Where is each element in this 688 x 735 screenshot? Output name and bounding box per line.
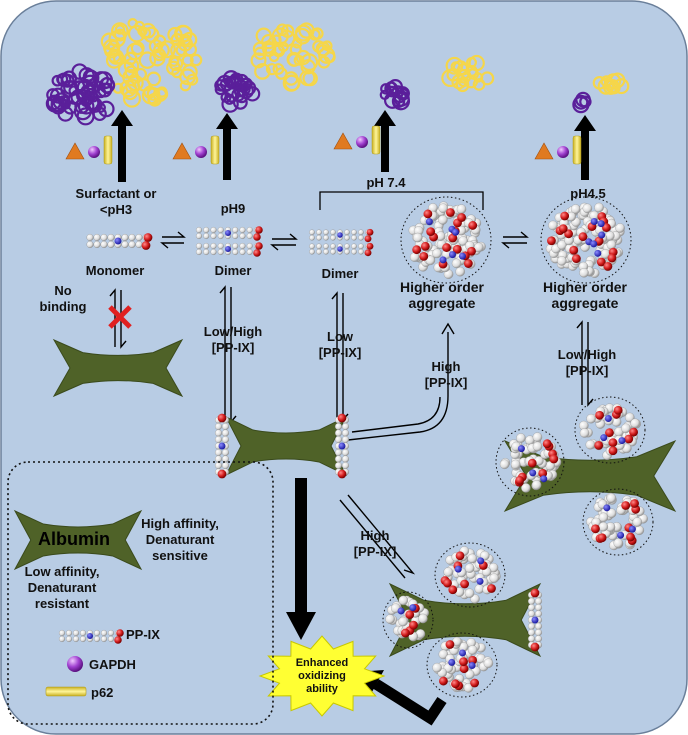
legend-ppix-label: PP-IX (126, 627, 160, 642)
condition-surfactant-label: Surfactant or <pH3 (75, 186, 157, 217)
dimer-ph9-label: Dimer (214, 263, 252, 278)
condition-ph74-label: pH 7.4 (366, 175, 406, 190)
gapdh-cluster-ph74 (379, 79, 411, 111)
condition-ph45-label: pH4.5 (570, 186, 606, 201)
release-arrow-ph9 (216, 113, 238, 180)
dimer-ph9-molecule-top (195, 226, 263, 241)
legend-gapdh-icon (67, 656, 83, 672)
release-arrow-ph45 (574, 115, 596, 180)
high-ppix-label-1: High [PP-IX] (424, 359, 468, 390)
high-ppix-arrow-forward (347, 332, 449, 441)
albumin-ph45 (503, 439, 677, 513)
albumin-ph45-aggregate-left (495, 427, 565, 497)
legend-albumin-title: Albumin (38, 529, 110, 549)
albumin-ph45-aggregate-bottom (582, 488, 654, 556)
gapdh-cluster-ph45 (572, 91, 592, 114)
ph74-bracket (319, 191, 484, 210)
legend-ppix-icon (58, 629, 124, 644)
equilibrium-dimer-dimer (270, 233, 298, 251)
enhanced-arrow-shaft (295, 478, 307, 616)
monomer-molecule (86, 233, 153, 250)
low-high-ppix-label-1: Low/High [PP-IX] (203, 324, 263, 355)
enhanced-arrow-head (286, 612, 316, 640)
release-arrow-ph74 (374, 110, 396, 172)
higher-order-aggregate-ph74 (400, 196, 492, 284)
higher-order-ph45-label: Higher order aggregate (542, 279, 627, 311)
albumin-unbound (52, 338, 184, 398)
protein-trio-ph45 (534, 135, 582, 165)
albumin-bound-ppix-left (215, 413, 229, 479)
albumin-lower-right (388, 582, 542, 658)
no-binding-label: No binding (39, 283, 87, 314)
albumin-lower-aggregate-bottom (426, 632, 498, 698)
dimer-ph74-molecule-bottom (309, 242, 374, 257)
legend-p62-label: p62 (91, 685, 114, 700)
gapdh-cluster-ph9 (214, 70, 261, 113)
higher-order-ph74-label: Higher order aggregate (399, 279, 484, 311)
equilibrium-ph45-albumin (576, 320, 594, 407)
legend-box (7, 461, 274, 725)
protein-trio-surfactant (65, 135, 113, 165)
high-ppix-label-2: High [PP-IX] (353, 528, 397, 559)
release-arrow-surfactant (111, 110, 133, 182)
equilibrium-aggregate-aggregate (501, 231, 529, 249)
higher-order-aggregate-ph45 (540, 196, 632, 284)
p62-cluster-ph74 (441, 54, 495, 93)
protein-trio-ph9 (172, 135, 220, 165)
albumin-lower-aggregate-left (382, 591, 434, 649)
enhanced-burst-icon (258, 635, 386, 717)
gapdh-cluster-surfactant (45, 63, 116, 126)
high-ppix-2-arrow-a (339, 499, 406, 579)
dimer-ph74-label: Dimer (321, 266, 359, 281)
albumin-lower-ppix-right (528, 588, 542, 652)
inhibited-cross-icon (108, 305, 132, 329)
legend-gapdh-label: GAPDH (89, 657, 136, 672)
protein-trio-ph74 (333, 125, 381, 155)
legend-high-affinity: High affinity, Denaturant sensitive (141, 516, 219, 563)
condition-ph9-label: pH9 (220, 201, 246, 216)
monomer-label: Monomer (85, 263, 145, 278)
high-ppix-arrow-head (441, 322, 455, 335)
albumin-bound-ppix-right (335, 413, 349, 479)
enhanced-oxidizing-label: Enhanced oxidizing ability (295, 657, 349, 695)
low-high-ppix-label-2: Low/High [PP-IX] (557, 347, 617, 378)
p62-cluster-ph9 (250, 22, 336, 92)
albumin-lower-aggregate-top (434, 542, 506, 608)
enhanced-arrow-bent (373, 679, 447, 726)
legend-p62-icon (45, 686, 87, 697)
albumin-ph45-aggregate-top (574, 396, 646, 464)
dimer-ph9-molecule-bottom (195, 242, 263, 257)
equilibrium-monomer-dimer (160, 231, 186, 249)
legend-low-affinity: Low affinity, Denaturant resistant (24, 564, 100, 611)
p62-cluster-ph45 (592, 72, 630, 95)
equilibrium-no-binding (109, 288, 127, 349)
p62-cluster-surfactant (100, 18, 203, 108)
low-ppix-label: Low [PP-IX] (318, 329, 362, 360)
high-ppix-arrow-back (351, 396, 441, 433)
legend-albumin-icon (13, 509, 143, 571)
high-ppix-2-arrow-b (347, 494, 416, 575)
dimer-ph74-molecule-top (309, 228, 374, 243)
